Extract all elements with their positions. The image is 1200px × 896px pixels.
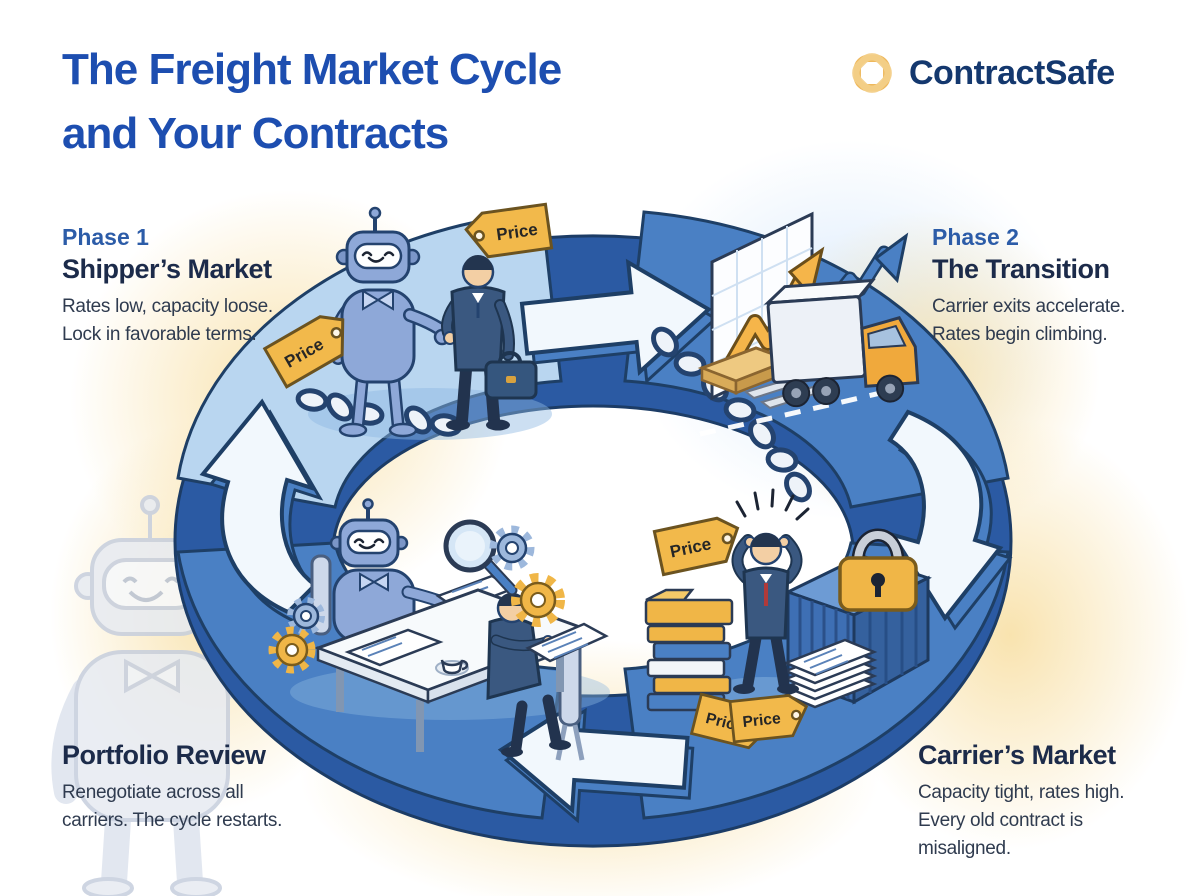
gear-icon: [287, 597, 325, 635]
robot-contract-review-scene: [268, 498, 610, 761]
road-dashes: [699, 385, 903, 437]
logo-text: ContractSafe: [909, 53, 1115, 92]
rising-rates-truck-scene: [697, 211, 920, 437]
padlock-icon: [838, 528, 918, 612]
phase-2-label: Phase 2: [932, 224, 1019, 250]
phase-1-body: Rates low, capacity loose. Lock in favor…: [62, 296, 273, 345]
gear-icon: [511, 573, 565, 627]
paper-stack-icon: [782, 638, 878, 709]
stressed-shipper-locked-container-scene: Price Price Price: [644, 488, 932, 750]
gear-icon: [489, 525, 535, 571]
robot-icon: [328, 206, 457, 438]
title-line-2: and Your Contracts: [62, 109, 449, 158]
phase-2-body: Carrier exits accelerate. Rates begin cl…: [932, 296, 1126, 345]
price-tag-icon: Price: [262, 315, 345, 389]
gear-icon: [268, 626, 316, 674]
portfolio-review-block: Portfolio Review Renegotiate across all …: [62, 740, 282, 835]
reviewer-businessman-icon: [486, 592, 609, 757]
page-title: The Freight Market Cycle and Your Contra…: [62, 38, 562, 166]
carriers-market-block: Carrier’s Market Capacity tight, rates h…: [918, 740, 1125, 863]
chain-icon: [651, 326, 812, 503]
coffee-cup-icon: [435, 659, 469, 676]
cycle-arrow-left-icon: [199, 398, 326, 624]
contractsafe-logo: ContractSafe: [846, 47, 1115, 99]
phase-1-block: Phase 1 Shipper’s Market Rates low, capa…: [62, 224, 273, 349]
contract-document-icon: [525, 622, 609, 663]
contract-document-icon: [344, 628, 444, 667]
price-tag-icon: Price: [728, 694, 809, 744]
binder-stack-icon: [644, 588, 734, 712]
portfolio-review-heading: Portfolio Review: [62, 740, 266, 770]
robot-shipper-handshake-scene: Price Price: [262, 202, 812, 503]
briefcase-icon: [484, 351, 538, 400]
businessman-icon: [441, 255, 538, 431]
phase-1-label: Phase 1: [62, 224, 149, 250]
price-tag-icon: Price: [464, 202, 554, 259]
phase-1-heading: Shipper’s Market: [62, 254, 272, 284]
carriers-market-heading: Carrier’s Market: [918, 740, 1116, 770]
portfolio-review-body: Renegotiate across all carriers. The cyc…: [62, 782, 283, 831]
price-tag-icon: Price: [652, 516, 740, 577]
phase-2-block: Phase 2 The Transition Carrier exits acc…: [932, 224, 1125, 349]
title-line-1: The Freight Market Cycle: [62, 45, 562, 94]
svg-text:Price: Price: [742, 710, 782, 731]
stressed-businessman-icon: [731, 488, 810, 694]
watermark-robot-icon: [51, 495, 282, 896]
knot-icon: [852, 53, 892, 93]
truck-icon: [763, 278, 920, 408]
phase-2-heading: The Transition: [932, 254, 1110, 284]
carriers-market-body: Capacity tight, rates high. Every old co…: [918, 782, 1125, 859]
